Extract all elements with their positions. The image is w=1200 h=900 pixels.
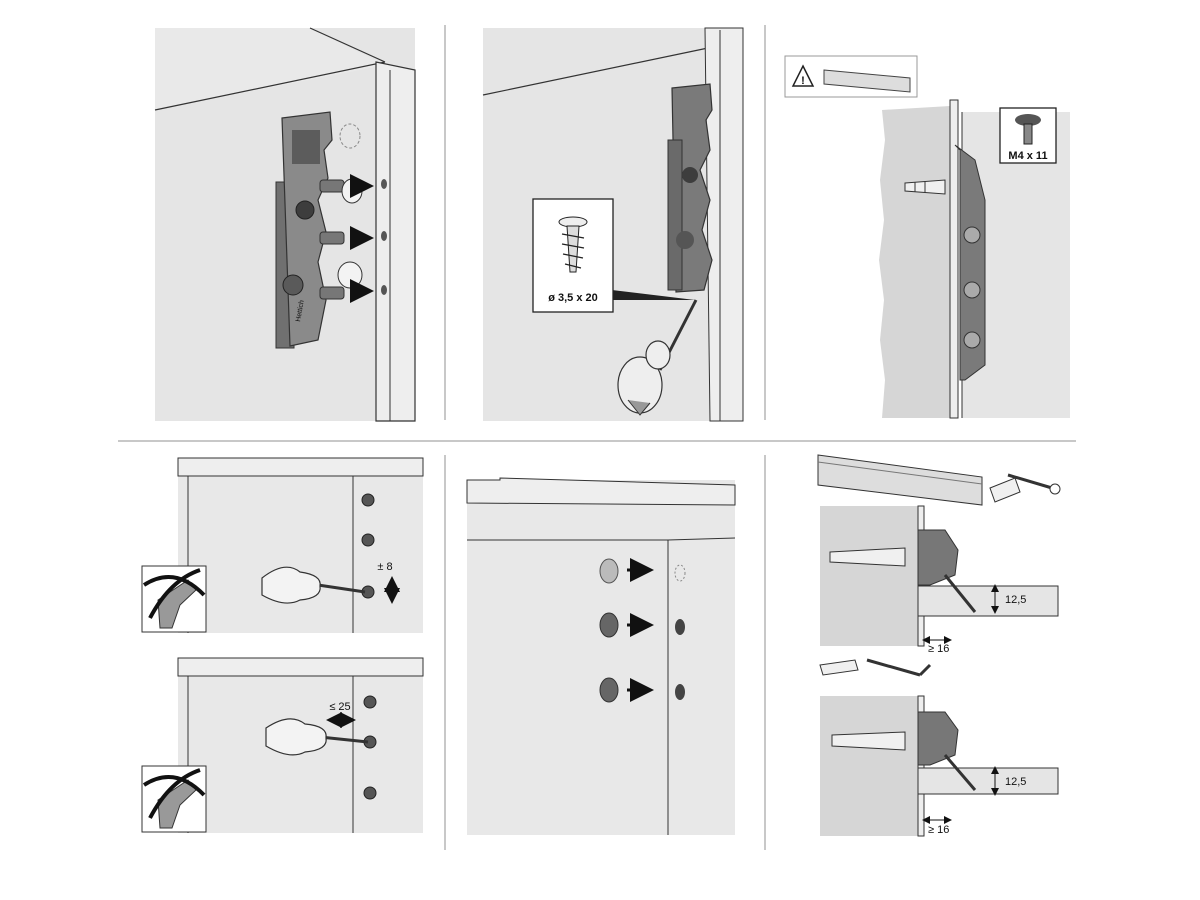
cap-dashed <box>339 123 361 149</box>
step-3-panel: ! M4 x 11 <box>784 55 1070 419</box>
mounting-rail-icon <box>823 69 911 93</box>
drill-hole <box>381 179 387 189</box>
step-6-panel: 12,5 ≥ 16 12,5 ≥ 16 <box>817 454 1061 837</box>
adjust-range-label: ≤ 25 <box>329 701 350 713</box>
warning-symbol: ! <box>801 75 805 87</box>
screwdriver <box>261 566 366 604</box>
dimension-label: ≥ 16 <box>928 824 949 836</box>
step-2-panel: ø 3,5 x 20 <box>482 27 744 422</box>
insert-arrow <box>350 174 374 303</box>
warning-box: ! <box>784 55 918 98</box>
rail-bracket-side <box>917 711 959 766</box>
power-drill-icon <box>157 779 197 829</box>
cover-cap <box>341 178 363 204</box>
brand-label: Hettich <box>295 300 306 323</box>
prohibition-icon <box>142 775 206 797</box>
cover-cap <box>599 612 619 638</box>
step-4b-panel: ≤ 25 <box>141 657 424 833</box>
step-1-panel: Hettich <box>154 27 416 422</box>
cap-dashed <box>674 564 686 582</box>
power-drill-icon <box>157 579 197 629</box>
drill-hole <box>381 285 387 295</box>
wood-screw-icon <box>1007 473 1061 495</box>
screw-callout: M4 x 11 <box>999 107 1057 164</box>
wall-plug <box>819 659 859 676</box>
screw-callout: ø 3,5 x 20 <box>532 198 695 313</box>
drill-hole <box>675 684 685 700</box>
drill-hole <box>675 619 685 635</box>
step-5-panel <box>466 477 736 835</box>
rail-bracket-side <box>954 144 986 381</box>
drill-hole <box>381 231 387 241</box>
no-power-drill-box <box>141 565 207 633</box>
no-power-drill-box <box>141 765 207 833</box>
insert-arrow <box>627 558 654 702</box>
dimension <box>922 584 999 644</box>
machine-screw-icon <box>1015 114 1041 145</box>
screwdriver <box>265 718 369 756</box>
cover-cap <box>599 677 619 703</box>
hook-screw-icon <box>866 658 932 677</box>
dimension-label: ≥ 16 <box>928 643 949 655</box>
wall-plug <box>989 477 1021 503</box>
wall-plug <box>829 547 906 567</box>
suspension-bracket <box>667 83 713 293</box>
screwdriver <box>617 299 698 416</box>
separators <box>118 25 1076 850</box>
step-4a-panel: ± 8 <box>141 457 424 633</box>
screw-size-label: M4 x 11 <box>1008 150 1047 162</box>
dimension-label: 12,5 <box>1005 594 1026 606</box>
dimension <box>922 766 999 824</box>
rail-bracket-side <box>917 529 959 586</box>
mounting-rail <box>817 454 983 506</box>
cover-cap <box>599 558 619 584</box>
dowel <box>319 179 345 300</box>
chipboard-screw-icon <box>558 216 588 273</box>
suspension-bracket: Hettich <box>275 111 333 349</box>
dimension-label: 12,5 <box>1005 776 1026 788</box>
warning-icon <box>791 64 815 87</box>
adjust-range-label: ± 8 <box>377 561 392 573</box>
cover-cap <box>337 261 363 289</box>
wall-plug <box>904 179 946 195</box>
prohibition-icon <box>142 575 206 597</box>
screw-size-label: ø 3,5 x 20 <box>548 292 598 304</box>
wall-plug <box>831 731 906 751</box>
